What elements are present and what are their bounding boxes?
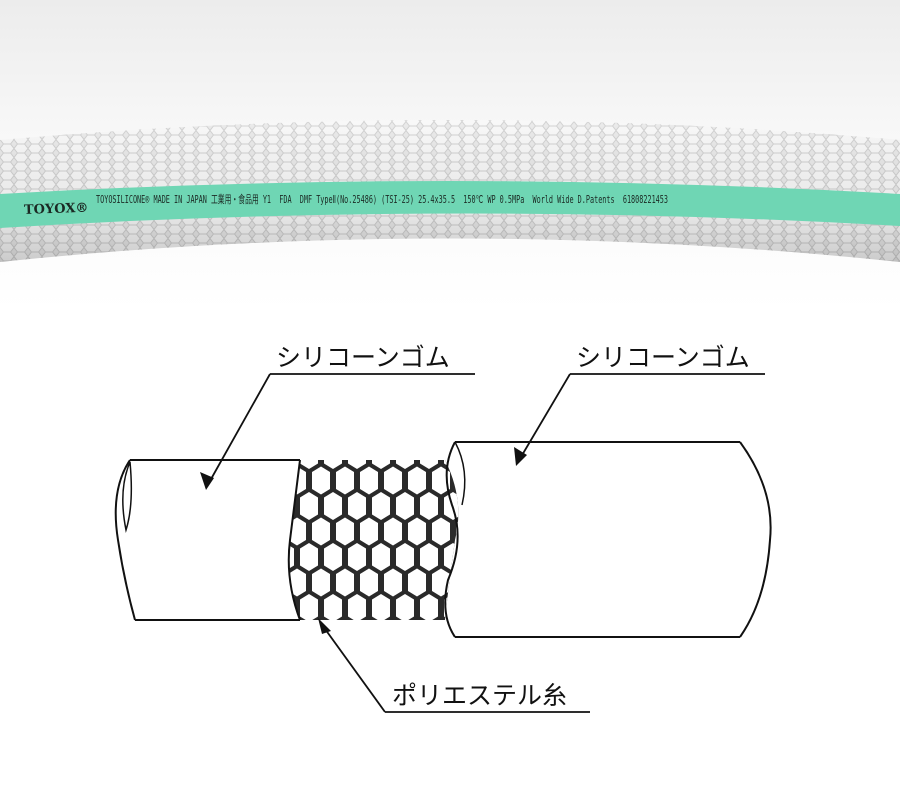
hose-brand-print: TOYOX® [23,200,89,218]
inner-tube-outline [130,459,300,621]
braid-cell [336,568,354,597]
outer-tube-outline [455,441,740,638]
braid-cell [360,568,378,597]
braid-cell [432,466,450,495]
braid-cell [324,460,342,469]
braid-cell [312,568,330,597]
braid-cell [360,517,378,546]
braid-cell [312,466,330,495]
inner-tube-opening [122,461,133,533]
braid-cell [336,466,354,495]
braid-cell [348,492,366,520]
braid-cell [420,543,438,571]
braid-cell [396,460,414,469]
braid-cell [396,594,414,620]
braid-cell [384,466,402,495]
braid-cell [372,594,390,620]
braid-cell [288,568,306,597]
outer-tube-cut-edge [444,441,459,638]
braid-cell [420,460,438,469]
braid-cell [336,517,354,546]
inner-tube-end [114,459,136,621]
braid-cell [384,568,402,597]
braid-cell [432,517,450,546]
braid-cell [396,543,414,571]
leader-lines [205,373,765,713]
braid-cell [348,594,366,620]
braid-cell [372,460,390,469]
outer-tube-end [739,441,772,638]
braid-cell [324,594,342,620]
braid-cell [324,543,342,571]
braid-cell [312,517,330,546]
braid-cell [408,568,426,597]
braid-cell [396,492,414,520]
braid-cell [360,466,378,495]
braid-cell [372,543,390,571]
label-inner-silicone-rubber: シリコーンゴム [276,343,450,372]
braid-cell [420,492,438,520]
hose-photo [0,120,900,262]
label-outer-silicone-rubber: シリコーンゴム [576,343,750,372]
hose-stripe [0,181,900,228]
braid-cell [300,594,318,620]
braid-cell [300,460,318,469]
braid-cell [408,466,426,495]
arrowheads [200,447,527,634]
hose-print-text: TOYOSILICONE® MADE IN JAPAN 工業用・食品用 Y1 F… [96,193,669,206]
braid-cell [420,594,438,620]
braid-cell [372,492,390,520]
label-polyester-yarn: ポリエステル糸 [392,681,568,710]
braid-cell [408,517,426,546]
braid-cell [348,460,366,469]
braid-cell [300,492,318,520]
braid-cell [324,492,342,520]
braid-cell [384,517,402,546]
braid-cell [348,543,366,571]
braid-cell [300,543,318,571]
